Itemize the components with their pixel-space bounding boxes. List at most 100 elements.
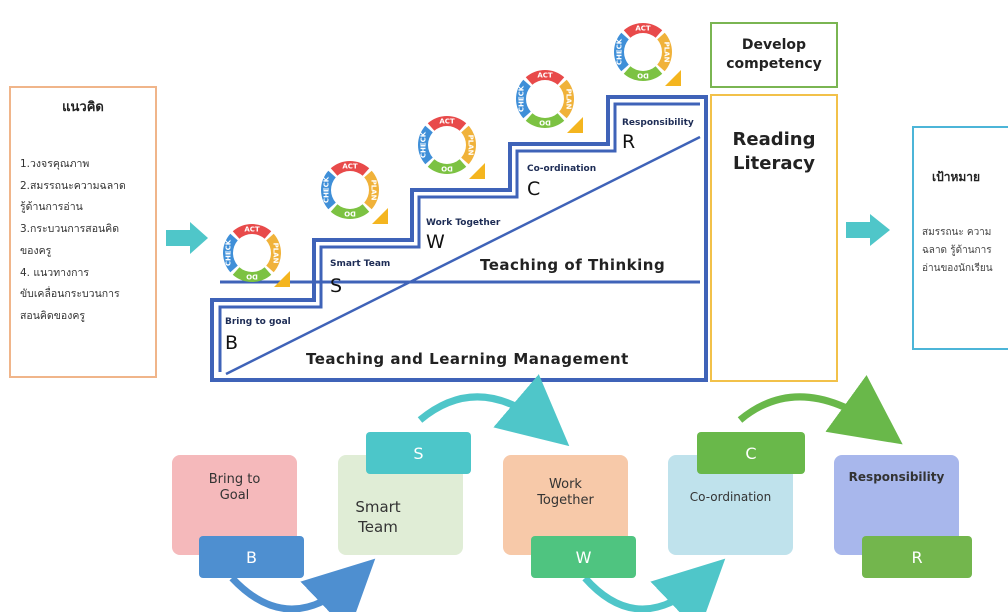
tab-r: R	[862, 536, 972, 578]
step-name-work: Work Together	[426, 218, 501, 228]
box-bring	[172, 455, 297, 555]
pdca-segment	[623, 66, 663, 82]
concept-box: แนวคิด 1.วงจรคุณภาพ 2.สมรรถนะความฉลาด รู…	[9, 86, 157, 378]
corner-flag-icon	[372, 208, 388, 224]
work-line2: Together	[537, 493, 594, 508]
reading-line2: Literacy	[733, 153, 815, 174]
pdca-label: ACT	[537, 72, 553, 80]
pdca-segment	[657, 32, 672, 72]
pdca-label: PLAN	[663, 42, 671, 63]
tab-c: C	[697, 432, 805, 474]
pdca-label: PLAN	[370, 180, 378, 201]
smart-line2: Team	[358, 518, 398, 536]
goal-box: เป้าหมาย สมรรถนะ ความ ฉลาด รู้ด้านการ อ่…	[912, 126, 1008, 350]
step-letter-b: B	[225, 332, 239, 354]
pdca-segment	[559, 79, 574, 119]
curve-arrow-icon	[737, 375, 903, 445]
concept-line: 2.สมรรถนะความฉลาด	[20, 179, 126, 192]
step-letter-w: W	[426, 231, 445, 253]
concept-line: สอนคิดของครู	[20, 309, 86, 322]
pdca-cycle-icon: ACT PLAN DO CHECK	[321, 161, 388, 224]
pdca-label: ACT	[244, 226, 260, 234]
pdca-segment	[266, 233, 282, 273]
pdca-label: PLAN	[467, 135, 475, 156]
goal-line: อ่านของนักเรียน	[922, 263, 993, 274]
reading-literacy-title: Reading Literacy	[712, 128, 836, 176]
box-resp	[834, 455, 959, 555]
pdca-cycle-icon: ACT PLAN DO CHECK	[418, 116, 485, 179]
concept-line: ขับเคลื่อนกระบวนการ	[20, 288, 120, 301]
work-line1: Work	[549, 477, 582, 492]
pdca-segment	[321, 170, 336, 210]
curve-arrow-icon	[417, 374, 570, 447]
pdca-label: DO	[344, 210, 356, 218]
curve-arrow-icon	[582, 558, 726, 612]
pdca-label: ACT	[342, 163, 358, 171]
concept-title: แนวคิด	[62, 100, 104, 115]
pdca-segment	[364, 170, 379, 210]
pdca-label: PLAN	[565, 89, 573, 110]
step-name-bring: Bring to goal	[225, 317, 291, 327]
goal-text: สมรรถนะ ความ ฉลาด รู้ด้านการ อ่านของนักเ…	[922, 224, 993, 278]
pdca-label: ACT	[439, 118, 455, 126]
pdca-segment	[223, 233, 238, 273]
pdca-segment	[461, 125, 476, 165]
pdca-label: ACT	[635, 25, 651, 33]
step-name-coord: Co-ordination	[527, 164, 597, 174]
reading-literacy-box: Reading Literacy	[710, 94, 838, 382]
concept-line: ของครู	[20, 244, 52, 257]
develop-line2: competency	[726, 56, 822, 72]
goal-line: สมรรถนะ ความ	[922, 227, 992, 238]
pdca-segment	[515, 79, 531, 119]
pdca-segment	[525, 70, 565, 85]
pdca-segment	[232, 267, 272, 282]
pdca-segment	[525, 113, 565, 128]
box-coord	[668, 455, 793, 555]
step-name-resp: Responsibility	[622, 118, 694, 128]
step-name-smart: Smart Team	[330, 259, 391, 269]
pdca-label: DO	[441, 165, 453, 173]
step-letter-s: S	[330, 275, 343, 297]
concept-line: 1.วงจรคุณภาพ	[20, 158, 90, 170]
pdca-label: CHECK	[616, 38, 624, 65]
arrow-right-icon	[166, 222, 208, 254]
corner-flag-icon	[469, 163, 485, 179]
box-smart	[338, 455, 463, 555]
tab-s: S	[366, 432, 471, 474]
pdca-label: CHECK	[323, 176, 331, 203]
pdca-segment	[623, 22, 663, 38]
tab-w: W	[531, 536, 636, 578]
bring-line2: Goal	[219, 488, 250, 503]
teaching-learning-label: Teaching and Learning Management	[306, 350, 629, 368]
pdca-segment	[330, 161, 370, 176]
corner-flag-icon	[274, 271, 290, 287]
concept-line: 3.กระบวนการสอนคิด	[20, 223, 120, 236]
curve-arrow-icon	[229, 558, 376, 612]
reading-line1: Reading	[732, 129, 816, 150]
pdca-segment	[613, 32, 629, 72]
pdca-label: DO	[539, 119, 551, 127]
goal-line: ฉลาด รู้ด้านการ	[922, 245, 992, 256]
pdca-segment	[232, 224, 272, 239]
develop-competency-box: Develop competency	[710, 22, 838, 88]
corner-flag-icon	[665, 70, 681, 86]
pdca-label: PLAN	[272, 243, 280, 264]
pdca-label: CHECK	[225, 239, 233, 266]
step-letter-r: R	[622, 131, 636, 153]
pdca-segment	[418, 125, 433, 165]
develop-line1: Develop	[741, 37, 807, 53]
bring-line1: Bring to	[208, 472, 261, 487]
concept-line: รู้ด้านการอ่าน	[20, 201, 83, 214]
coordination-text: Co-ordination	[689, 490, 772, 504]
concept-list: 1.วงจรคุณภาพ 2.สมรรถนะความฉลาด รู้ด้านกา…	[20, 154, 154, 328]
step-letter-c: C	[527, 178, 541, 200]
staircase	[210, 95, 708, 382]
teaching-thinking-label: Teaching of Thinking	[480, 256, 666, 274]
pdca-label: CHECK	[420, 131, 428, 158]
